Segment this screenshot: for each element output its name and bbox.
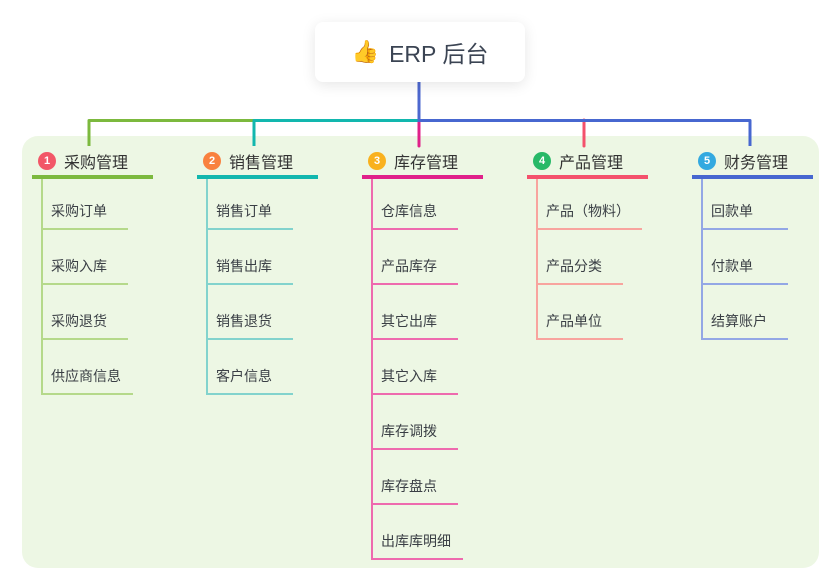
root-node[interactable]: 👍 ERP 后台 [315, 22, 525, 82]
root-label: ERP 后台 [389, 41, 489, 67]
child-node-label: 采购订单 [51, 203, 107, 219]
branch-children: 采购订单采购入库采购退货供应商信息 [41, 179, 133, 395]
branch-label: 采购管理 [64, 155, 129, 172]
branch-children: 仓库信息产品库存其它出库其它入库库存调拨库存盘点出库库明细 [371, 179, 463, 560]
child-node-label: 其它入库 [381, 368, 437, 384]
mindmap-child-node[interactable]: 客户信息 [208, 340, 293, 395]
mindmap-child-node[interactable]: 产品分类 [538, 230, 623, 285]
branch-number-badge: 1 [38, 152, 56, 170]
mindmap-child-node[interactable]: 产品单位 [538, 285, 623, 340]
mindmap-child-node[interactable]: 产品（物料） [538, 179, 642, 230]
branch-number-badge: 2 [203, 152, 221, 170]
mindmap-child-node[interactable]: 销售出库 [208, 230, 293, 285]
thumbs-up-icon: 👍 [351, 39, 380, 64]
branch-number-badge: 3 [368, 152, 386, 170]
mindmap-child-node[interactable]: 其它入库 [373, 340, 458, 395]
mindmap-child-node[interactable]: 其它出库 [373, 285, 458, 340]
branch-procurement: 1 采购管理 采购订单采购入库采购退货供应商信息 [32, 147, 153, 395]
branch-label: 库存管理 [394, 155, 459, 172]
child-node-label: 采购退货 [51, 313, 107, 329]
branch-panel-background [22, 136, 819, 568]
child-node-label: 仓库信息 [381, 203, 437, 219]
branch-inventory: 3 库存管理 仓库信息产品库存其它出库其它入库库存调拨库存盘点出库库明细 [362, 147, 483, 560]
branch-sales: 2 销售管理 销售订单销售出库销售退货客户信息 [197, 147, 318, 395]
mindmap-child-node[interactable]: 结算账户 [703, 285, 788, 340]
child-node-label: 回款单 [711, 203, 753, 219]
mindmap-child-node[interactable]: 销售退货 [208, 285, 293, 340]
mindmap-child-node[interactable]: 销售订单 [208, 179, 293, 230]
child-node-label: 销售退货 [216, 313, 272, 329]
branch-children: 回款单付款单结算账户 [701, 179, 788, 340]
mindmap-child-node[interactable]: 付款单 [703, 230, 788, 285]
branch-label: 销售管理 [229, 155, 294, 172]
branch-header-procurement[interactable]: 1 采购管理 [32, 147, 153, 179]
branch-finance: 5 财务管理 回款单付款单结算账户 [692, 147, 813, 340]
child-node-label: 采购入库 [51, 258, 107, 274]
child-node-label: 产品单位 [546, 313, 602, 329]
branch-header-finance[interactable]: 5 财务管理 [692, 147, 813, 179]
branch-children: 销售订单销售出库销售退货客户信息 [206, 179, 293, 395]
child-node-label: 产品分类 [546, 258, 602, 274]
child-node-label: 付款单 [711, 258, 753, 274]
branch-label: 产品管理 [559, 155, 624, 172]
mindmap-child-node[interactable]: 供应商信息 [43, 340, 133, 395]
child-node-label: 产品（物料） [546, 203, 630, 219]
child-node-label: 库存盘点 [381, 478, 437, 494]
branch-label: 财务管理 [724, 155, 789, 172]
mindmap-child-node[interactable]: 库存调拨 [373, 395, 458, 450]
child-node-label: 客户信息 [216, 368, 272, 384]
child-node-label: 销售出库 [216, 258, 272, 274]
mindmap-child-node[interactable]: 库存盘点 [373, 450, 458, 505]
child-node-label: 结算账户 [711, 313, 767, 329]
child-node-label: 产品库存 [381, 258, 437, 274]
branch-header-product[interactable]: 4 产品管理 [527, 147, 648, 179]
branch-product: 4 产品管理 产品（物料） 产品分类产品单位 [527, 147, 648, 340]
child-node-label: 库存调拨 [381, 423, 437, 439]
branch-children: 产品（物料） 产品分类产品单位 [536, 179, 642, 340]
mindmap-child-node[interactable]: 采购退货 [43, 285, 128, 340]
child-node-label: 其它出库 [381, 313, 437, 329]
mindmap-child-node[interactable]: 回款单 [703, 179, 788, 230]
mindmap-child-node[interactable]: 采购入库 [43, 230, 128, 285]
branch-header-sales[interactable]: 2 销售管理 [197, 147, 318, 179]
child-node-label: 销售订单 [216, 203, 272, 219]
mindmap-child-node[interactable]: 产品库存 [373, 230, 458, 285]
child-node-label: 供应商信息 [51, 368, 121, 384]
child-node-label: 出库库明细 [381, 533, 451, 549]
mindmap-child-node[interactable]: 出库库明细 [373, 505, 463, 560]
mindmap-child-node[interactable]: 采购订单 [43, 179, 128, 230]
branch-header-inventory[interactable]: 3 库存管理 [362, 147, 483, 179]
branch-number-badge: 5 [698, 152, 716, 170]
mindmap-child-node[interactable]: 仓库信息 [373, 179, 458, 230]
branch-number-badge: 4 [533, 152, 551, 170]
